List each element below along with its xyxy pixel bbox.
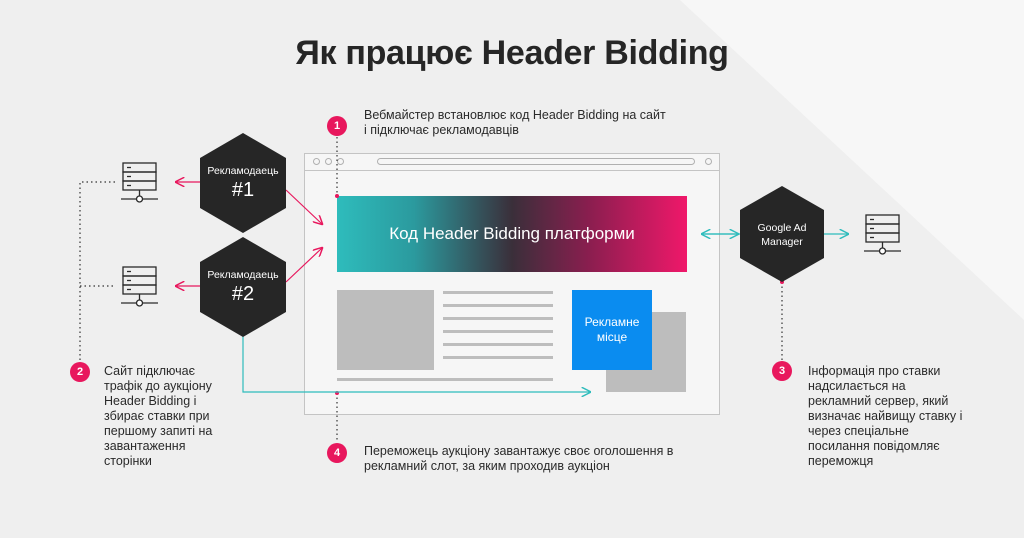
text-line-placeholder xyxy=(443,317,553,320)
step-text-line: Сайт підключає xyxy=(104,364,195,378)
content-image-placeholder xyxy=(337,290,434,370)
advertiser-1-title: Рекламодаець xyxy=(207,165,279,177)
step-2-text: Сайт підключає трафік до аукціону Header… xyxy=(104,364,264,469)
browser-toolbar xyxy=(305,154,719,171)
step-text-line: трафік до аукціону xyxy=(104,379,212,393)
server-icon xyxy=(121,162,158,203)
step-text-line: сторінки xyxy=(104,454,152,468)
server-icon xyxy=(864,214,901,255)
server-icon xyxy=(121,266,158,307)
text-line-placeholder xyxy=(337,378,553,381)
text-line-placeholder xyxy=(443,330,553,333)
arrow-hex1-to-code xyxy=(285,189,322,224)
step-3-text: Інформація про ставки надсилається на ре… xyxy=(808,364,998,469)
google-ad-manager-label: Google Ad Manager xyxy=(740,221,824,249)
step-text-line: переможця xyxy=(808,454,874,468)
step-text-line: рекламний слот, за яким проходив аукціон xyxy=(364,459,610,473)
header-bidding-code-block: Код Header Bidding платформи xyxy=(337,196,687,272)
step-4-text: Переможець аукціону завантажує своє огол… xyxy=(364,444,673,474)
ad-slot-label-line: місце xyxy=(596,330,628,344)
window-dot-icon xyxy=(705,158,712,165)
gam-label-line: Manager xyxy=(761,236,803,248)
connector-step-2 xyxy=(79,181,115,370)
advertiser-2-id: #2 xyxy=(231,283,255,305)
step-text-line: Інформація про ставки xyxy=(808,364,941,378)
step-text-line: Header Bidding і xyxy=(104,394,197,408)
arrow-to-ad-slot xyxy=(242,330,590,392)
window-dot-icon xyxy=(337,158,344,165)
step-text-line: надсилається на xyxy=(808,379,906,393)
advertiser-1-hexagon xyxy=(200,133,286,233)
advertiser-1-id: #1 xyxy=(231,179,255,201)
text-line-placeholder xyxy=(443,304,553,307)
advertiser-2-title: Рекламодаець xyxy=(207,269,279,281)
window-dot-icon xyxy=(313,158,320,165)
page-title: Як працює Header Bidding xyxy=(295,34,729,72)
advertiser-2-label: Рекламодаець #2 xyxy=(198,269,288,306)
step-4-badge: 4 xyxy=(327,443,347,463)
step-text-line: першому запиті на xyxy=(104,424,213,438)
window-dot-icon xyxy=(325,158,332,165)
step-3-badge: 3 xyxy=(772,361,792,381)
connector-dot xyxy=(335,194,339,198)
gam-label-line: Google Ad xyxy=(757,222,807,234)
text-line-placeholder xyxy=(443,291,553,294)
step-text-line: Вебмайстер встановлює код Header Bidding… xyxy=(364,108,666,122)
step-2-badge: 2 xyxy=(70,362,90,382)
step-1-text: Вебмайстер встановлює код Header Bidding… xyxy=(364,108,666,138)
arrow-hex2-to-code xyxy=(285,248,322,283)
step-1-badge: 1 xyxy=(327,116,347,136)
google-ad-manager-hexagon xyxy=(740,186,824,282)
step-text-line: посилання повідомляє xyxy=(808,439,940,453)
step-text-line: збирає ставки при xyxy=(104,409,210,423)
step-text-line: через спеціальне xyxy=(808,424,909,438)
step-text-line: визначає найвищу ставку і xyxy=(808,409,963,423)
advertiser-2-hexagon xyxy=(200,237,286,337)
step-text-line: Переможець аукціону завантажує своє огол… xyxy=(364,444,674,458)
step-text-line: рекламний сервер, який xyxy=(808,394,949,408)
text-line-placeholder xyxy=(443,356,553,359)
step-text-line: і підключає рекламодавців xyxy=(364,123,519,137)
text-line-placeholder xyxy=(443,343,553,346)
ad-slot-label-line: Рекламне xyxy=(584,315,640,329)
ad-slot: Рекламне місце xyxy=(572,290,652,370)
address-bar xyxy=(377,158,695,165)
advertiser-1-label: Рекламодаець #1 xyxy=(198,165,288,202)
step-text-line: завантаження xyxy=(104,439,186,453)
